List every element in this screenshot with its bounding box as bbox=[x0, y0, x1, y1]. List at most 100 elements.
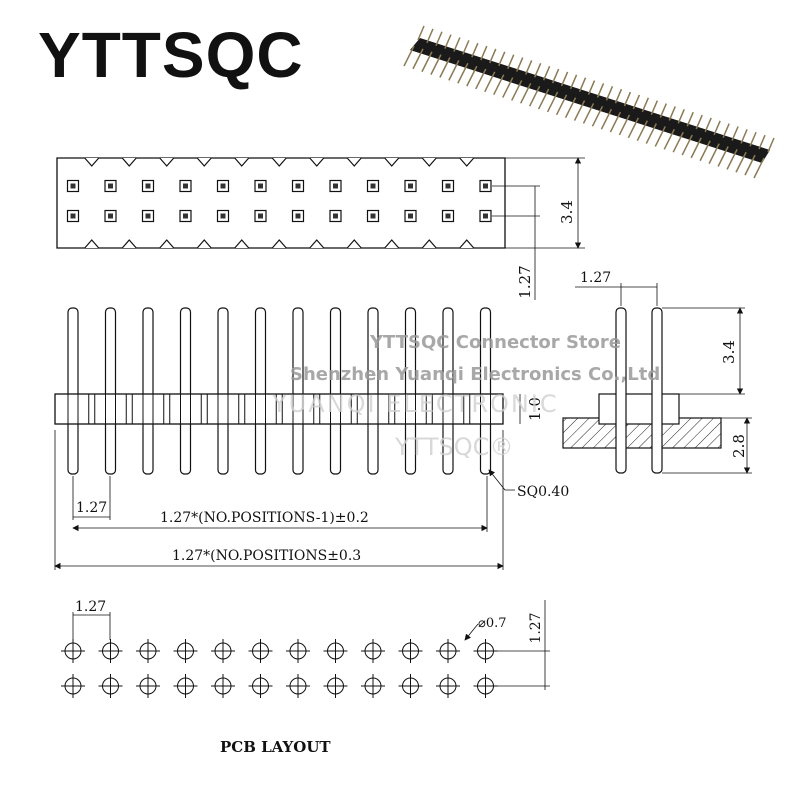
photo-pin bbox=[448, 60, 460, 81]
photo-pin bbox=[618, 114, 631, 136]
photo-pin bbox=[519, 82, 532, 104]
front-pitch-label: 1.27 bbox=[76, 500, 107, 516]
photo-pin bbox=[516, 57, 524, 72]
watermark-company: Shenzhen Yuanqi Electronics Co.,Ltd bbox=[290, 364, 660, 385]
photo-pin bbox=[498, 51, 506, 67]
photo-pin bbox=[713, 120, 721, 136]
photo-pin bbox=[704, 117, 712, 133]
pin-square-core bbox=[370, 183, 376, 189]
pin-square-core bbox=[370, 213, 376, 219]
photo-pin bbox=[430, 54, 442, 75]
photo-pin bbox=[695, 114, 703, 130]
photo-pin bbox=[484, 71, 496, 93]
front-pin bbox=[292, 307, 304, 475]
photo-pin bbox=[555, 94, 568, 116]
top-height-label: 3.4 bbox=[558, 200, 576, 224]
pcb-hole-label: ⌀0.7 bbox=[478, 616, 507, 631]
photo-pin bbox=[663, 128, 675, 150]
photo-pin bbox=[722, 123, 730, 138]
photo-pin bbox=[457, 62, 469, 84]
photo-pin bbox=[645, 123, 657, 144]
pcb-pitch-x-label: 1.27 bbox=[75, 599, 106, 615]
pin-square-core bbox=[408, 213, 413, 219]
photo-pin bbox=[426, 28, 434, 44]
photo-pin bbox=[623, 91, 632, 107]
row-length-label: 1.27*(NO.POSITIONS-1)±0.2 bbox=[160, 510, 369, 526]
photo-pin bbox=[708, 143, 720, 164]
photo-pin bbox=[659, 103, 667, 118]
photo-pin bbox=[744, 154, 756, 176]
top-notch bbox=[196, 157, 212, 167]
photo-pin bbox=[475, 68, 487, 90]
pin-square-core bbox=[408, 183, 413, 189]
pin-square-core bbox=[70, 213, 76, 219]
photo-pin bbox=[690, 137, 702, 159]
photo-pin bbox=[453, 37, 461, 52]
photo-pin bbox=[412, 48, 424, 70]
front-pin bbox=[67, 307, 79, 475]
photo-pin bbox=[627, 117, 640, 139]
top-notch bbox=[196, 239, 212, 249]
pcb-layout-title: PCB LAYOUT bbox=[220, 738, 331, 756]
photo-pin bbox=[758, 134, 766, 150]
photo-pin bbox=[717, 146, 729, 167]
side-pin-top-label: 3.4 bbox=[720, 340, 738, 364]
photo-pin bbox=[749, 131, 757, 147]
side-view: 1.27 3.4 2.8 bbox=[562, 270, 752, 474]
pin-square-core bbox=[145, 183, 151, 189]
photo-pin bbox=[731, 126, 739, 141]
photo-pin bbox=[672, 131, 684, 153]
top-view: 3.4 1.27 bbox=[56, 157, 585, 300]
pin-square-core bbox=[445, 183, 451, 189]
pin-square-core bbox=[258, 183, 263, 189]
photo-pin bbox=[605, 86, 614, 101]
pin-square-core bbox=[108, 183, 113, 189]
front-pin bbox=[367, 307, 379, 475]
front-pin bbox=[217, 307, 229, 475]
photo-pin bbox=[641, 97, 650, 113]
top-notch bbox=[309, 157, 325, 167]
photo-pin bbox=[537, 88, 550, 110]
watermark: YTTSQC Connector Store Shenzhen Yuanqi E… bbox=[271, 332, 660, 461]
pin-square-core bbox=[445, 213, 451, 219]
photo-pin bbox=[533, 63, 542, 78]
pin-square-core bbox=[295, 213, 301, 219]
photo-pin bbox=[439, 57, 451, 78]
photo-pin bbox=[596, 83, 605, 98]
front-pin bbox=[329, 307, 342, 475]
photo-pin bbox=[636, 120, 649, 142]
photo-pin bbox=[677, 108, 685, 124]
photo-pin bbox=[699, 140, 711, 162]
photo-pin bbox=[587, 80, 596, 95]
photo-pin bbox=[564, 97, 577, 119]
top-notch bbox=[271, 157, 287, 167]
top-pitch-label: 1.27 bbox=[516, 265, 534, 298]
pin-header-photo-icon bbox=[403, 25, 775, 179]
pin-square-core bbox=[108, 213, 113, 219]
photo-pin bbox=[668, 106, 676, 121]
pin-square-core bbox=[295, 183, 301, 189]
brand-title: YTTSQC bbox=[38, 19, 304, 91]
top-notch bbox=[159, 239, 175, 249]
photo-pin bbox=[681, 134, 693, 156]
photo-pin bbox=[578, 77, 587, 92]
photo-pin bbox=[654, 126, 666, 147]
photo-pin bbox=[462, 40, 470, 55]
photo-pin bbox=[435, 31, 443, 47]
front-pin bbox=[142, 307, 154, 475]
photo-pin bbox=[417, 25, 425, 41]
front-pin bbox=[442, 307, 454, 475]
top-notch bbox=[384, 239, 400, 249]
photo-pin bbox=[686, 111, 694, 127]
top-notch bbox=[84, 157, 100, 167]
photo-pin bbox=[525, 60, 533, 75]
photo-pin bbox=[569, 74, 578, 90]
watermark-faint: YUANQI ELECTRONIC bbox=[271, 390, 559, 418]
pin-square-core bbox=[483, 183, 488, 189]
front-view: 1.0 SQ0.40 1.27 1.27*(NO.POSITIONS-1)±0.… bbox=[54, 307, 569, 570]
photo-pin bbox=[493, 74, 505, 96]
photo-pin bbox=[444, 34, 452, 49]
watermark-store: YTTSQC Connector Store bbox=[369, 332, 621, 353]
pin-square-core bbox=[483, 213, 488, 219]
